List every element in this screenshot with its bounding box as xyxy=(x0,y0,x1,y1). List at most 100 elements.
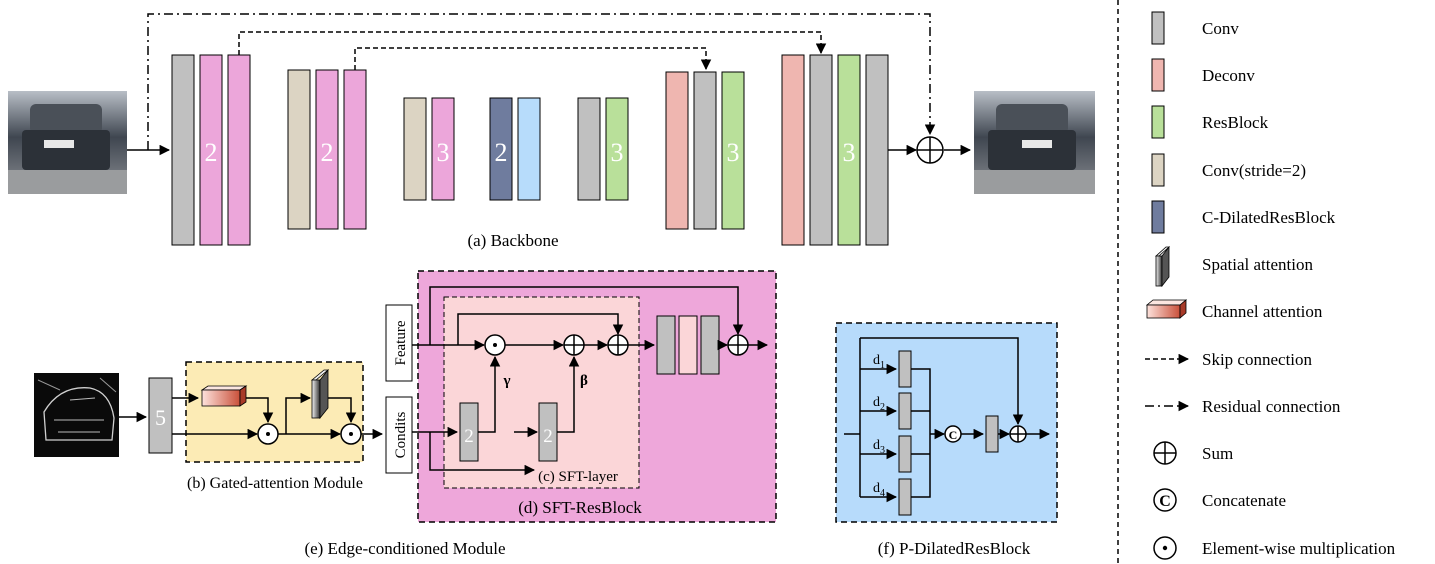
sft-conv-2 xyxy=(700,315,720,375)
legend-sum-icon xyxy=(1153,441,1177,465)
pd-merge-lines-2 xyxy=(911,410,930,455)
backbone-block-1b xyxy=(227,54,251,246)
feature-label: Feature xyxy=(393,320,409,365)
pd-d4-label: d4 xyxy=(873,481,885,499)
backbone-resblock-1 xyxy=(605,97,629,201)
output-image xyxy=(974,91,1095,194)
sft-layer-block xyxy=(678,315,698,375)
conv-stride2-swatch xyxy=(1151,153,1165,187)
legend-label-sum: Sum xyxy=(1202,444,1233,463)
gated-mult1-icon xyxy=(257,423,279,445)
pd-d3-label: d3 xyxy=(873,438,885,456)
backbone-deconv-2 xyxy=(781,54,805,246)
c-dilated-swatch xyxy=(1151,200,1165,234)
block-count-4: 2 xyxy=(495,138,508,167)
legend-label-multiply: Element-wise multiplication xyxy=(1202,539,1396,558)
channel-attention-icon xyxy=(200,385,248,407)
pd-dilated-conv-3 xyxy=(898,435,912,473)
gamma-label: γ xyxy=(502,373,510,389)
pd-merge-lines xyxy=(911,368,931,498)
legend-label-c-dilated: C-DilatedResBlock xyxy=(1202,208,1336,227)
pd-residual-arrow xyxy=(860,337,1024,426)
backbone-conv-5 xyxy=(865,54,889,246)
caption-backbone: (a) Backbone xyxy=(467,231,558,250)
block-count-1: 2 xyxy=(205,138,218,167)
edge-map-image xyxy=(34,373,119,457)
beta-label: β xyxy=(580,373,588,389)
deconv-swatch xyxy=(1151,58,1165,92)
sft-sum3-icon xyxy=(727,334,749,356)
feature-input-box xyxy=(385,304,413,382)
block-count-3: 3 xyxy=(437,138,450,167)
caption-sft-layer: (c) SFT-layer xyxy=(538,469,618,485)
legend-label-residual: Residual connection xyxy=(1202,397,1341,416)
condits-label: Condits xyxy=(393,412,409,459)
gated-attention-module xyxy=(185,361,364,463)
conv-swatch xyxy=(1151,11,1165,45)
pd-dilated-conv-2 xyxy=(898,392,912,430)
edge-conv-block xyxy=(148,377,173,454)
skip-connection-inner xyxy=(354,47,712,71)
legend-spatial-attention-icon xyxy=(1154,245,1171,288)
block-count-5: 3 xyxy=(611,138,624,167)
skip-connection-outer xyxy=(238,31,827,55)
sft-sum2-icon xyxy=(607,334,629,356)
legend-concatenate-icon: C xyxy=(1153,488,1177,512)
legend-label-concatenate: Concatenate xyxy=(1202,491,1286,510)
legend-label-skip: Skip connection xyxy=(1202,350,1313,369)
residual-connection xyxy=(147,13,936,150)
condits-input-box xyxy=(385,396,413,474)
backbone-resblock-2 xyxy=(721,71,745,230)
legend-label-resblock: ResBlock xyxy=(1202,113,1269,132)
backbone-conv-stride2-2 xyxy=(403,97,427,201)
gamma-arrow xyxy=(478,355,501,433)
pd-concatenate-icon: C xyxy=(944,425,962,443)
backbone-block-2 xyxy=(315,69,339,230)
to-spatial-attn-arrow xyxy=(285,392,312,434)
block-count-6: 3 xyxy=(727,138,740,167)
sft-inner-skip-arrow xyxy=(457,313,624,345)
pd-dilated-conv-1 xyxy=(898,350,912,388)
backbone-block-3 xyxy=(431,97,455,201)
caption-pdilated: (f) P-DilatedResBlock xyxy=(878,539,1031,558)
resblock-swatch xyxy=(1151,105,1165,139)
legend-label-spatial-attention: Spatial attention xyxy=(1202,255,1313,274)
backbone-block-1 xyxy=(199,54,223,246)
caption-gated: (b) Gated-attention Module xyxy=(187,475,363,492)
backbone-resblock-3 xyxy=(837,54,861,246)
caption-edge-module: (e) Edge-conditioned Module xyxy=(304,539,505,558)
edge-block-count: 5 xyxy=(155,405,166,430)
spatial-attention-icon xyxy=(310,368,330,420)
legend-label-conv: Conv xyxy=(1202,19,1239,38)
legend-channel-attention-icon xyxy=(1145,299,1188,319)
backbone-p-dilated xyxy=(517,97,541,201)
backbone-block-2b xyxy=(343,69,367,230)
pd-d1-label: d1 xyxy=(873,353,885,371)
gated-mult2-icon xyxy=(340,423,362,445)
sft-sum1-icon xyxy=(563,334,585,356)
svg-text:C: C xyxy=(1159,493,1171,510)
backbone-conv-2 xyxy=(577,97,601,201)
sft-residual-arrow xyxy=(429,286,744,345)
backbone-conv-1 xyxy=(171,54,195,246)
backbone-deconv-1 xyxy=(665,71,689,230)
pd-d2-label: d2 xyxy=(873,395,885,413)
legend-label-conv-stride2: Conv(stride=2) xyxy=(1202,161,1306,180)
backbone-conv-3 xyxy=(693,71,717,230)
condits-to-conv2-arrow xyxy=(429,432,536,476)
pd-fuse-conv xyxy=(985,415,999,453)
sft-mult-icon xyxy=(484,334,506,356)
input-image xyxy=(8,91,127,194)
svg-text:C: C xyxy=(949,428,958,442)
backbone-conv-4 xyxy=(809,54,833,246)
backbone-sum-icon xyxy=(916,136,944,164)
spatial-to-mult2-arrow xyxy=(328,397,357,424)
caption-sft-resblock: (d) SFT-ResBlock xyxy=(518,498,642,517)
p-dilated-resblock xyxy=(835,322,1058,523)
backbone-conv-stride2-1 xyxy=(287,69,311,230)
pd-dilated-conv-4 xyxy=(898,478,912,516)
block-count-7: 3 xyxy=(843,138,856,167)
sft-beta-conv-count: 2 xyxy=(543,426,553,447)
block-count-2: 2 xyxy=(321,138,334,167)
